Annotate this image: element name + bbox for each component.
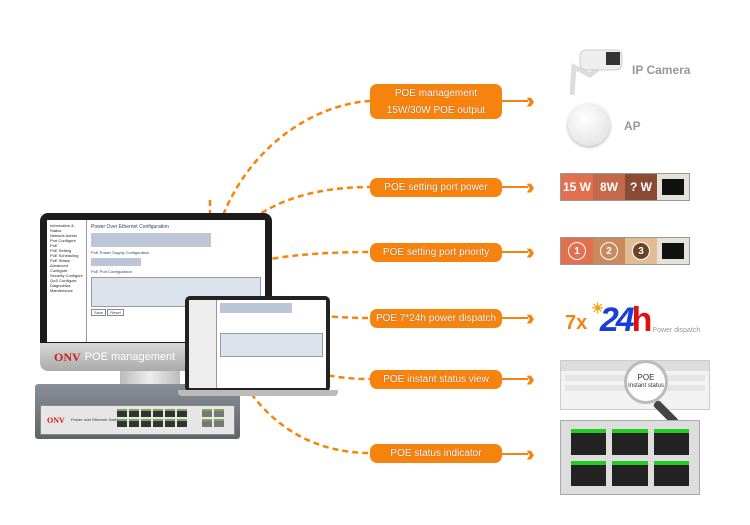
menu-item[interactable]: PoE Scheduling [50, 253, 79, 258]
feature-poe-management: POE management 15W/30W POE output [370, 84, 502, 119]
switch-front: ONV Power over Ethernet Switch [40, 405, 235, 435]
dispatch-24: 24 [599, 301, 635, 339]
menu-item[interactable]: Advanced Configure [50, 263, 68, 273]
port-led [612, 429, 648, 455]
double-chevron-icon: ›› [526, 174, 534, 199]
double-chevron-icon: ›› [526, 239, 534, 264]
arrow-line [502, 186, 528, 188]
feature-status-indicator: POE status indicator [370, 444, 502, 463]
priority-badge: 2 [600, 242, 618, 260]
sun-icon: ☀ [591, 300, 604, 316]
port-priority-image: 1 2 3 [560, 237, 690, 265]
laptop [185, 296, 330, 392]
supply-title: PoE Power Supply Configuration [91, 250, 150, 255]
menu: Information & Status Network Admin Port … [47, 220, 87, 342]
arrow-line [502, 378, 528, 380]
double-chevron-icon: ›› [526, 88, 534, 113]
brand-logo: ONV [54, 349, 81, 364]
menu-item[interactable]: Diagnostics [50, 283, 71, 288]
double-chevron-icon: ›› [526, 366, 534, 391]
port-led [571, 429, 607, 455]
priority-badge: 3 [632, 242, 650, 260]
ap-label: AP [624, 119, 641, 133]
feature-port-power: POE setting port power [370, 178, 502, 197]
double-chevron-icon: ›› [526, 441, 534, 466]
screen-title: Power Over Ethernet Configuration [91, 224, 169, 230]
status-indicator-panel [560, 420, 700, 495]
ip-camera-label: IP Camera [632, 63, 691, 77]
menu-item[interactable]: Port Configure [50, 238, 76, 243]
magnifier-text: POE [637, 373, 655, 382]
magnifier-icon: POE Instant status [624, 360, 668, 404]
dispatch-logo: 7x ☀ 24 h Power dispatch [565, 295, 700, 337]
laptop-screen [189, 300, 326, 388]
port-power-value: 15 W [561, 174, 593, 200]
port-led [653, 429, 689, 455]
arrow-line [502, 453, 528, 455]
double-chevron-icon: ›› [526, 305, 534, 330]
feature-label: POE management [394, 87, 478, 99]
port-led [612, 460, 648, 486]
feature-power-dispatch: POE 7*24h power dispatch [370, 309, 502, 328]
menu-item[interactable]: Information & Status [50, 223, 74, 233]
feature-port-priority: POE setting port priority [370, 243, 502, 262]
menu-item[interactable]: Network Admin [50, 233, 77, 238]
menu-item[interactable]: PoE Status [50, 258, 71, 263]
port-power-image: 15 W 8W ? W [560, 173, 690, 201]
rj45-ports [116, 408, 196, 428]
feature-label: POE setting port priority [382, 247, 490, 258]
priority-badge: 1 [568, 242, 586, 260]
save-button[interactable]: Save [91, 309, 107, 316]
menu-item[interactable]: Security Configure [50, 273, 83, 278]
feature-label: POE setting port power [384, 182, 488, 193]
dispatch-suffix: Power dispatch [652, 327, 701, 334]
dispatch-h: h [631, 301, 653, 339]
menu-item[interactable]: QoS Configure [50, 278, 77, 283]
feature-label: POE instant status view [383, 374, 489, 385]
feature-sublabel: 15W/30W POE output [386, 104, 486, 116]
laptop-base [178, 390, 338, 396]
menu-item[interactable]: PoE Setting [50, 248, 72, 253]
port-title: PoE Port Configuration [91, 269, 132, 274]
access-point-icon [568, 104, 610, 146]
switch-label: Power over Ethernet Switch [71, 417, 121, 422]
port-led [571, 460, 607, 486]
feature-label: POE status indicator [390, 448, 482, 459]
ip-camera-icon [570, 49, 623, 96]
monitor-caption: POE management [84, 351, 176, 363]
port-led [653, 460, 689, 486]
arrow-line [502, 251, 528, 253]
menu-item[interactable]: PoE [50, 243, 58, 248]
feature-status-view: POE instant status view [370, 370, 502, 389]
magnifier-text: Instant status [628, 383, 664, 389]
port-power-value: 8W [593, 174, 625, 200]
arrow-line [502, 317, 528, 319]
feature-label: POE 7*24h power dispatch [375, 313, 497, 324]
dispatch-prefix: 7x [565, 312, 588, 334]
menu-item[interactable]: Maintenance [50, 288, 73, 293]
port-power-value: ? W [625, 174, 657, 200]
arrow-line [502, 100, 528, 102]
switch-logo: ONV [47, 416, 65, 425]
sfp-ports [201, 408, 233, 428]
reset-button[interactable]: Reset [107, 309, 124, 316]
